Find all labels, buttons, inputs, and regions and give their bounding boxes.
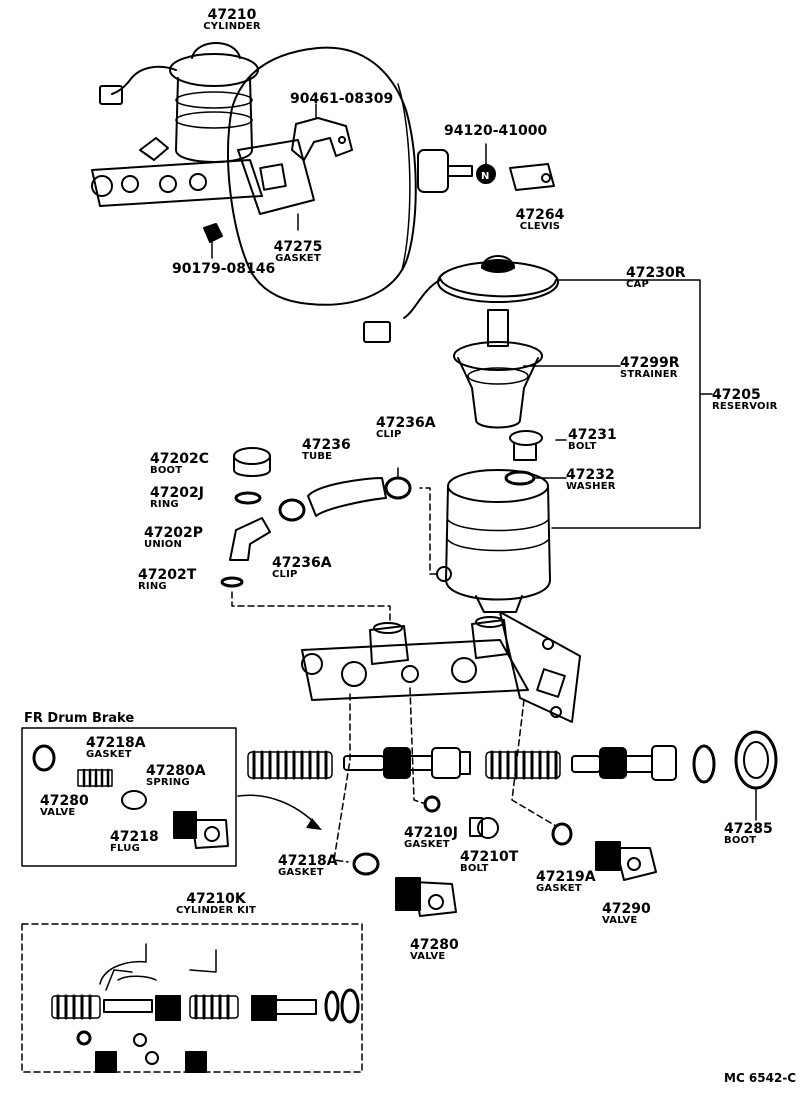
- label-47202T: 47202T RING: [138, 567, 197, 592]
- kit-internals: [51, 988, 360, 1073]
- valve-47290: [595, 841, 657, 881]
- bracket-90461: [291, 103, 353, 161]
- label-47205: 47205 RESERVOIR: [712, 387, 778, 412]
- clip-upper: [384, 467, 412, 500]
- reservoir-cap: [363, 255, 559, 343]
- reservoir-bracket-line: [551, 279, 701, 529]
- label-90461-08309: 90461-08309: [290, 91, 394, 107]
- gasket-47210J: [423, 795, 441, 813]
- reservoir-tank: [436, 469, 551, 613]
- label-47202C: 47202C BOOT: [150, 451, 209, 476]
- gasket-47218A-main: [352, 852, 380, 876]
- label-47202J: 47202J RING: [150, 485, 204, 510]
- internal-piston-2: [571, 745, 677, 781]
- master-cylinder-upper: [91, 42, 315, 215]
- label-box-47280A: 47280A SPRING: [146, 763, 206, 788]
- svg-text:N: N: [481, 171, 489, 182]
- clip-lower: [278, 498, 306, 522]
- label-47299R: 47299R STRAINER: [620, 355, 680, 380]
- tube-47236: [307, 477, 387, 517]
- label-47210K: 47210K CYLINDER KIT: [175, 891, 257, 916]
- valve-47280-main: [395, 877, 457, 917]
- label-47230R: 47230R CAP: [626, 265, 686, 290]
- master-cylinder-body: [301, 611, 581, 723]
- reservoir-strainer: [453, 309, 543, 429]
- label-47232: 47232 WASHER: [566, 467, 616, 492]
- label-47285: 47285 BOOT: [724, 821, 773, 846]
- label-90179-08146: 90179-08146: [172, 261, 276, 277]
- drum-brake-box: [21, 727, 237, 867]
- label-47264: 47264 CLEVIS: [515, 207, 565, 232]
- ring-47202J: [234, 491, 262, 505]
- nut-90179: [203, 223, 223, 259]
- boot-47202C: [233, 447, 271, 477]
- label-box-47280: 47280 VALVE: [40, 793, 89, 818]
- brake-booster: [227, 46, 473, 306]
- diagram-code: MC 6542-C: [724, 1071, 797, 1085]
- internal-spring-1: [247, 750, 333, 780]
- label-47210: 47210 CYLINDER: [203, 7, 261, 32]
- label-94120-41000: 94120-41000: [444, 123, 548, 139]
- label-47210J: 47210J GASKET: [404, 825, 458, 850]
- boot-47285: [734, 730, 778, 821]
- label-47275: 47275 GASKET: [273, 239, 323, 264]
- arrow-to-body: [237, 794, 319, 827]
- seal-ring: [692, 744, 716, 784]
- label-47231: 47231 BOLT: [568, 427, 617, 452]
- label-47290: 47290 VALVE: [602, 901, 651, 926]
- nut-94120: [476, 164, 496, 184]
- internal-spring-2: [485, 750, 561, 780]
- clevis-47264: [509, 163, 555, 191]
- label-47280-main: 47280 VALVE: [410, 937, 459, 962]
- label-47219A: 47219A GASKET: [536, 869, 596, 894]
- internal-piston-1: [343, 747, 471, 779]
- gasket-47219A: [551, 822, 573, 846]
- label-47236: 47236 TUBE: [302, 437, 351, 462]
- ring-47202T: [220, 576, 244, 588]
- label-47236A-lower: 47236A CLIP: [272, 555, 332, 580]
- label-box-47218A: 47218A GASKET: [86, 735, 146, 760]
- label-box-47218: 47218 FLUG: [110, 829, 159, 854]
- bolt-47210T: [469, 817, 499, 839]
- drum-brake-box-title: FR Drum Brake: [24, 711, 135, 726]
- cylinder-kit-box: [21, 923, 363, 1073]
- union-47202P: [229, 517, 271, 561]
- label-47236A-upper: 47236A CLIP: [376, 415, 436, 440]
- label-47210T: 47210T BOLT: [460, 849, 519, 874]
- bolt-47231: [509, 430, 543, 461]
- label-47218A-main: 47218A GASKET: [278, 853, 338, 878]
- label-47202P: 47202P UNION: [144, 525, 203, 550]
